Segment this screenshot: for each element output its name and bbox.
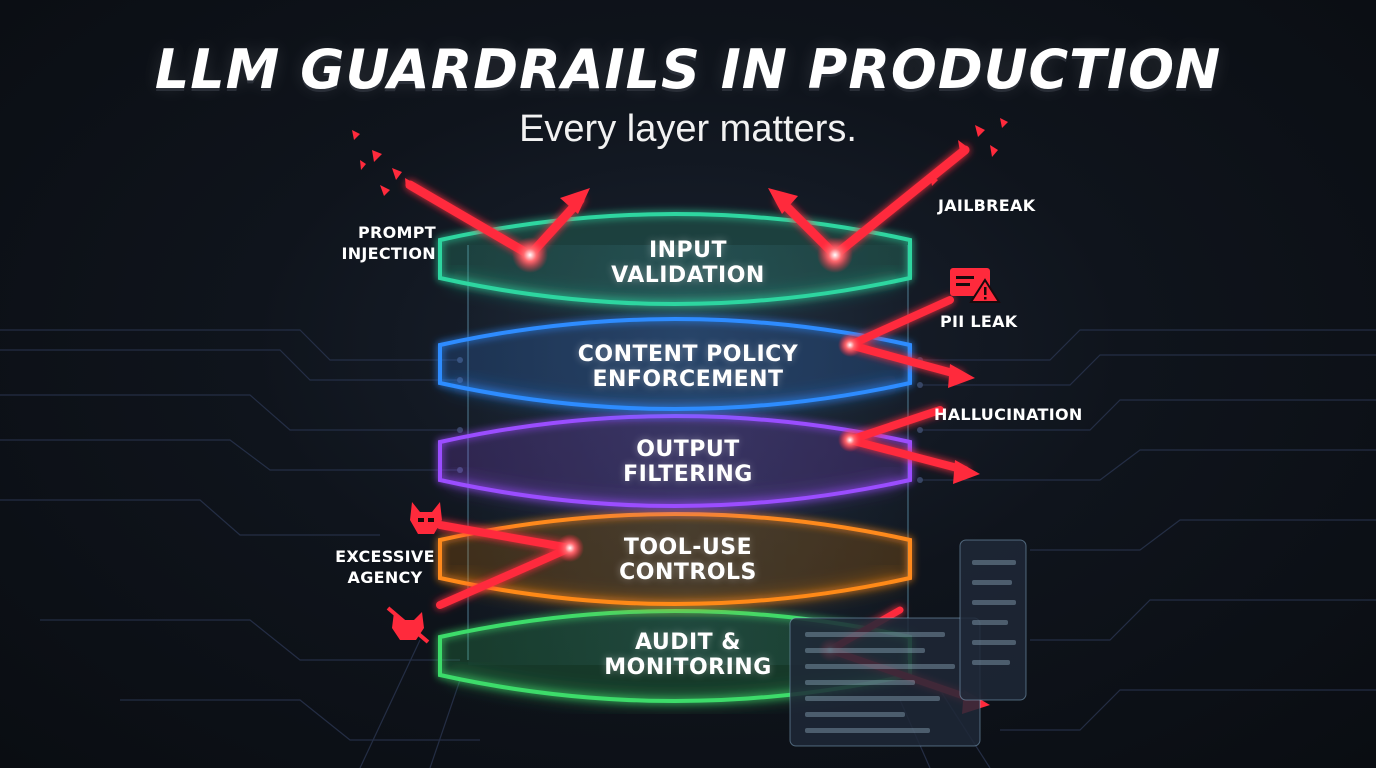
page-title: LLM GUARDRAILS IN PRODUCTION xyxy=(154,38,1222,101)
pii-leak-arrowhead xyxy=(948,364,975,388)
jailbreak-arrowhead xyxy=(768,188,798,214)
prompt-injection-arrowhead xyxy=(560,188,590,214)
layer-label-audit-monitoring: AUDIT &MONITORING xyxy=(604,630,772,680)
layer-glow-tool-use xyxy=(448,573,902,609)
layer-glow-content-policy xyxy=(448,378,902,414)
blocked-devil-icon xyxy=(386,606,430,644)
devil-mask-icon xyxy=(410,502,442,534)
page-subtitle: Every layer matters. xyxy=(519,108,857,150)
layer-glow-input-validation xyxy=(448,273,902,309)
layer-glow-output-filtering xyxy=(448,475,902,511)
threat-jailbreak: JAILBREAK xyxy=(938,196,1036,215)
hallucination-arrowhead xyxy=(953,460,980,484)
pii-document-warning-icon xyxy=(950,268,1001,303)
debris-fragments xyxy=(352,118,1008,196)
monitoring-log-panels xyxy=(789,539,1027,747)
threat-pii-leak: PII LEAK xyxy=(940,312,1018,331)
threat-hallucination: HALLUCINATION xyxy=(934,405,1083,424)
circuit-background xyxy=(0,329,1376,768)
